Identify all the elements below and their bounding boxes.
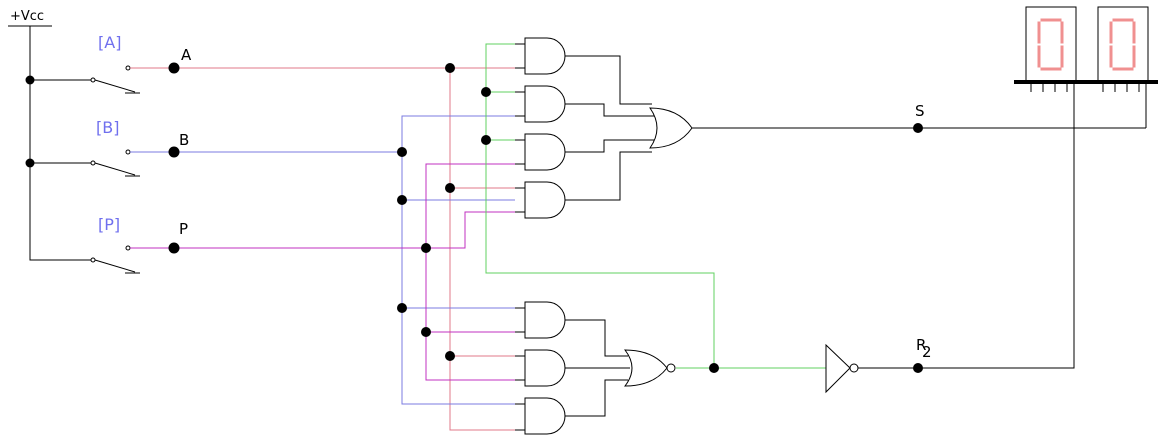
- vcc-junction-a: [25, 75, 35, 85]
- junction-green-1: [481, 87, 491, 97]
- and-gate-3: [524, 133, 566, 171]
- display-left-pins: [1030, 82, 1068, 92]
- switch-p-contact-top: [125, 245, 131, 251]
- switch-a-tag: [A]: [98, 33, 121, 52]
- gate-interconnect: [565, 55, 656, 417]
- junction-p-1: [421, 243, 431, 253]
- junction-p-2: [421, 327, 431, 337]
- and-gate-7: [524, 397, 566, 435]
- junction-b-1: [397, 147, 407, 157]
- probe-sum: [913, 123, 923, 133]
- seven-segment-display-right: [1086, 6, 1158, 92]
- vcc-label: +Vcc: [10, 9, 44, 24]
- carry-output-wire: [858, 80, 1075, 369]
- carry-output-label: R: [916, 336, 926, 354]
- nor-gate-bubble: [666, 363, 676, 373]
- vcc-junction-b: [25, 158, 35, 168]
- junction-green-2: [481, 135, 491, 145]
- junction-b-2: [397, 195, 407, 205]
- inverter-gate: [825, 343, 851, 394]
- junction-a-2: [445, 183, 455, 193]
- probe-carry: [913, 363, 923, 373]
- carry-output-subscript: 2: [922, 343, 932, 361]
- vcc-supply: +Vcc: [8, 9, 92, 261]
- junction-a-3: [445, 351, 455, 361]
- switch-a-lever[interactable]: [94, 79, 136, 93]
- vcc-rail: [29, 26, 92, 261]
- switch-b-contact-top: [125, 149, 131, 155]
- or-gate-sum: [649, 107, 693, 149]
- seven-segment-display-left: [1014, 6, 1086, 92]
- switch-a-pivot: [90, 77, 96, 83]
- display-left-digit: [1037, 18, 1064, 71]
- terminal-p: [168, 242, 180, 254]
- display-right-body: [1097, 6, 1149, 83]
- switch-b[interactable]: [B]: [90, 118, 140, 177]
- switch-p-lever[interactable]: [94, 259, 136, 273]
- junction-b-3: [397, 303, 407, 313]
- switch-a[interactable]: [A]: [90, 33, 140, 94]
- switch-b-pivot: [90, 160, 96, 166]
- inverter-bubble: [849, 363, 859, 373]
- net-label-p: P: [179, 220, 188, 238]
- and-gate-5: [524, 301, 566, 339]
- switch-b-lever[interactable]: [94, 162, 136, 176]
- gate-input-stubs: [515, 43, 525, 431]
- and-gate-2: [524, 85, 566, 123]
- switch-b-tag: [B]: [96, 118, 119, 137]
- net-b-wires: [130, 115, 515, 405]
- terminal-a: [168, 62, 180, 74]
- and-gate-1: [524, 37, 566, 75]
- terminal-b: [168, 146, 180, 158]
- and-gates-carry: [524, 301, 566, 435]
- switch-p-pivot: [90, 257, 96, 263]
- display-left-body: [1025, 6, 1077, 83]
- junction-a-1: [445, 63, 455, 73]
- switch-a-contact-top: [125, 65, 131, 71]
- net-p-wires: [130, 163, 515, 381]
- and-gates-sum: [524, 37, 566, 219]
- and-gate-6: [524, 349, 566, 387]
- nor-gate-carry: [623, 349, 668, 387]
- carry-feedback-wires: [485, 43, 826, 369]
- display-right-pins: [1102, 82, 1140, 92]
- net-a-wires: [130, 67, 515, 431]
- net-label-a: A: [181, 46, 192, 64]
- display-right-digit: [1109, 18, 1136, 71]
- sum-output-label: S: [915, 102, 925, 120]
- junction-dots: [168, 62, 923, 373]
- switch-p[interactable]: [P]: [90, 215, 140, 274]
- switch-p-tag: [P]: [98, 215, 120, 234]
- net-label-b: B: [179, 131, 189, 149]
- and-gate-4: [524, 181, 566, 219]
- junction-green-3: [709, 363, 719, 373]
